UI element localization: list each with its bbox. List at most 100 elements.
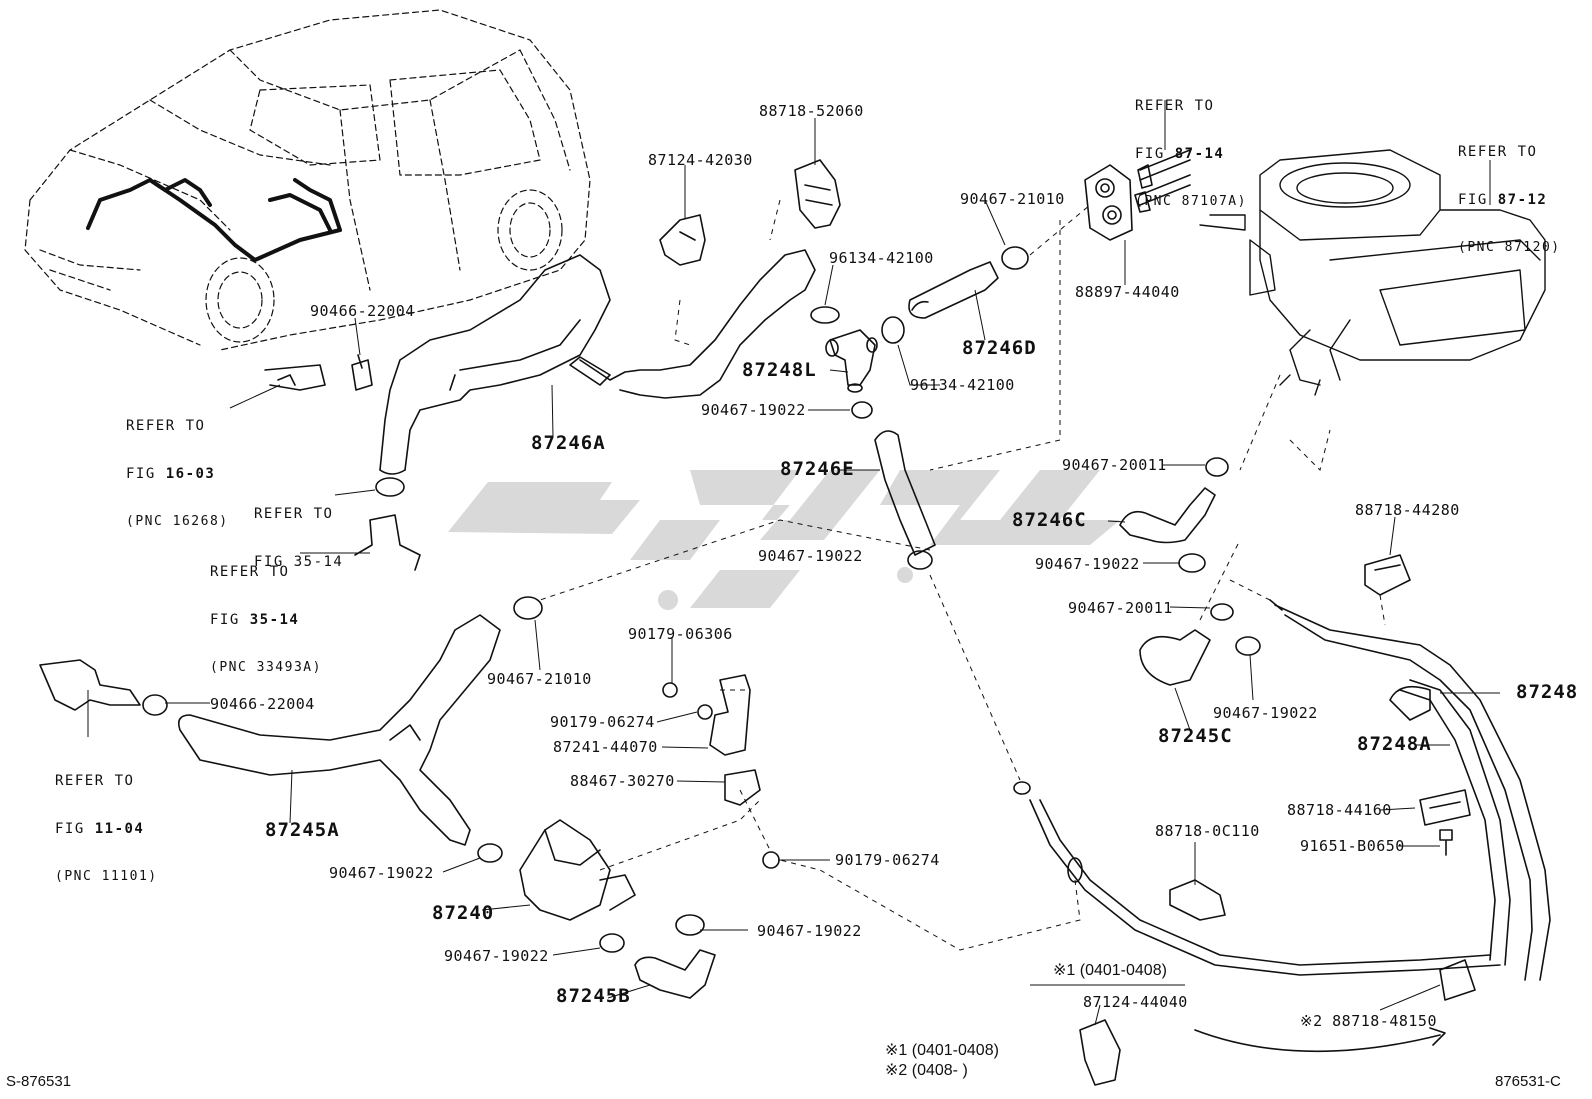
- ref-87-12-pnc: (PNC 87120): [1458, 240, 1561, 255]
- legend-1: ※1 (0401-0408): [885, 1042, 999, 1059]
- label-90467-21010-top: 90467-21010: [960, 190, 1065, 208]
- ref-87-12-line2: FIG 87-12: [1458, 192, 1561, 208]
- hose-87245C: [1139, 629, 1211, 686]
- label-90179-06306: 90179-06306: [628, 625, 733, 643]
- ref-35-14-b-num[interactable]: 35-14: [249, 612, 300, 628]
- ref-fig-87-12: REFER TO FIG 87-12 (PNC 87120): [1458, 112, 1561, 288]
- ref-16-03-num[interactable]: 16-03: [165, 466, 216, 482]
- label-90466-22004-left: 90466-22004: [210, 695, 315, 713]
- label-90467-19022-a: 90467-19022: [701, 401, 806, 419]
- clamp-90467-20011-b: [1210, 603, 1234, 621]
- mount-88467: [724, 769, 761, 806]
- ref-87-14-pnc: (PNC 87107A): [1135, 194, 1247, 209]
- connector-88897: [1084, 149, 1191, 241]
- ref-fig-11-04: REFER TO FIG 11-04 (PNC 11101): [55, 741, 158, 917]
- clamp-90467-21010-top: [1001, 246, 1029, 270]
- label-87245A: 87245A: [265, 819, 340, 841]
- hose-87246D: [908, 261, 999, 319]
- label-88718-44160: 88718-44160: [1287, 801, 1392, 819]
- label-88897-44040: 88897-44040: [1075, 283, 1180, 301]
- bracket-87241: [709, 674, 751, 756]
- ref-35-14-a-line1: REFER TO: [254, 506, 334, 522]
- nut-90179-06274-a: [697, 704, 713, 720]
- ref-fig-35-14-b: REFER TO FIG 35-14 (PNC 33493A): [210, 532, 322, 708]
- figure-code-right: 876531-C: [1495, 1073, 1561, 1090]
- label-90467-19022-g: 90467-19022: [444, 947, 549, 965]
- label-90467-20011-a: 90467-20011: [1062, 456, 1167, 474]
- clamp-90467-19022-e: [477, 843, 503, 863]
- label-90467-19022-f: 90467-19022: [757, 922, 862, 940]
- label-87246D: 87246D: [962, 337, 1037, 359]
- ref-35-14-b-line2: FIG 35-14: [210, 612, 322, 628]
- ref-11-04-pnc: (PNC 11101): [55, 869, 158, 884]
- ref-16-03-line1: REFER TO: [126, 418, 206, 434]
- label-90467-21010-mid: 90467-21010: [487, 670, 592, 688]
- clip-88718-44280: [1364, 554, 1411, 596]
- ref-35-14-b-line1: REFER TO: [210, 564, 290, 580]
- label-87248A: 87248A: [1357, 733, 1432, 755]
- nut-90179-06306: [662, 682, 678, 698]
- clip-88718-52060: [794, 159, 841, 229]
- ref-16-03-fig: FIG: [126, 466, 166, 482]
- car-outline: [24, 9, 591, 351]
- ref-fig-16-03: REFER TO FIG 16-03 (PNC 16268): [126, 386, 229, 562]
- car-hose-highlight: [86, 178, 342, 262]
- label-88718-52060: 88718-52060: [759, 102, 864, 120]
- pipe-87248: [1029, 599, 1551, 981]
- clamp-96134-b: [881, 316, 905, 344]
- ref-87-14-num[interactable]: 87-14: [1174, 146, 1225, 162]
- leader-lines: [87, 100, 1500, 1026]
- label-90179-06274-a: 90179-06274: [550, 713, 655, 731]
- label-87240: 87240: [432, 902, 495, 924]
- ref-11-04-line1: REFER TO: [55, 773, 135, 789]
- clip-87124-42030: [659, 214, 706, 266]
- label-96134-42100-b: 96134-42100: [910, 376, 1015, 394]
- arrow-head: [1429, 1027, 1446, 1046]
- label-91651-B0650: 91651-B0650: [1300, 837, 1405, 855]
- tee-87248L: [825, 329, 878, 393]
- clamp-90467-19022-b: [907, 550, 933, 570]
- label-87241-44070: 87241-44070: [553, 738, 658, 756]
- hose-end-top: [1013, 781, 1031, 795]
- ref-11-04-num[interactable]: 11-04: [94, 821, 145, 837]
- label-87245C: 87245C: [1158, 725, 1233, 747]
- ref-35-14-a-line2: FIG 35-14: [254, 554, 344, 570]
- label-88718-0C110: 88718-0C110: [1155, 822, 1260, 840]
- label-87124-44040: 87124-44040: [1083, 993, 1188, 1011]
- clip-88718-0C110: [1169, 879, 1226, 921]
- clamp-90467-19022-c: [1178, 553, 1206, 573]
- clip-90466-top: [351, 354, 373, 391]
- ref-35-14-b-pnc: (PNC 33493A): [210, 660, 322, 675]
- ref-87-14-fig: FIG: [1135, 146, 1175, 162]
- clamp-90466-left: [142, 694, 168, 716]
- ref-11-04-line2: FIG 11-04: [55, 821, 158, 837]
- label-90179-06274-b: 90179-06274: [835, 851, 940, 869]
- label-87246E: 87246E: [780, 458, 855, 480]
- ref-fig-35-14-a[interactable]: REFER TO FIG 35-14: [254, 474, 343, 602]
- valve-87240: [519, 819, 636, 921]
- ref-87-12-fig: FIG: [1458, 192, 1498, 208]
- label-90467-19022-b: 90467-19022: [758, 547, 863, 565]
- nut-90179-06274-b: [762, 851, 780, 869]
- pipe-11-04: [39, 659, 141, 711]
- clamp-90467-19022-f: [675, 914, 705, 936]
- clamp-96134-a: [810, 306, 840, 324]
- note1-header: ※1 (0401-0408): [1053, 962, 1167, 979]
- legend-2: ※2 (0408- ): [885, 1062, 968, 1079]
- clip-88718-44160: [1419, 789, 1471, 826]
- clamp-90467-19022-d: [1235, 636, 1261, 656]
- clamp-90467-19022-a: [851, 401, 873, 419]
- label-88718-44280: 88718-44280: [1355, 501, 1460, 519]
- label-90467-19022-e: 90467-19022: [329, 864, 434, 882]
- figure-code-left: S-876531: [6, 1073, 72, 1090]
- heater-unit: [1199, 149, 1546, 396]
- ref-35-14-b-fig: FIG: [210, 612, 250, 628]
- arrow-bottom: [1194, 1029, 1441, 1053]
- hose-87246C: [1119, 487, 1216, 544]
- clip-88718-48150: [1439, 959, 1476, 1001]
- ref-87-12-num[interactable]: 87-12: [1497, 192, 1548, 208]
- ref-16-03-pnc: (PNC 16268): [126, 514, 229, 529]
- label-87248: 87248: [1516, 681, 1579, 703]
